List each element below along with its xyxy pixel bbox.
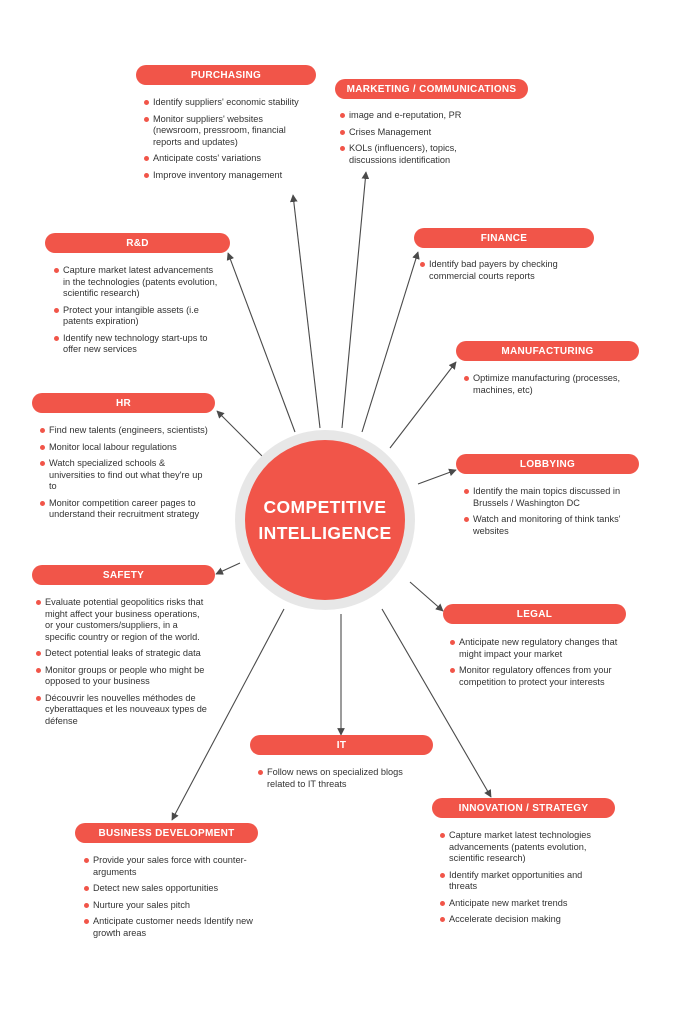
safety-item: Découvrir les nouvelles méthodes de cybe… — [34, 693, 209, 728]
manufacturing-label: MANUFACTURING — [456, 341, 639, 361]
hr-item: Monitor local labour regulations — [38, 442, 208, 454]
bizdev-item: Detect new sales opportunities — [82, 883, 254, 895]
safety-item: Detect potential leaks of strategic data — [34, 648, 209, 660]
bizdev-item: Nurture your sales pitch — [82, 900, 254, 912]
lobbying-item: Identify the main topics discussed in Br… — [462, 486, 632, 509]
legal-list: Anticipate new regulatory changes that m… — [448, 637, 623, 693]
arrow-hr — [216, 410, 263, 457]
arrow-innovation — [381, 608, 492, 798]
lobbying-item: Watch and monitoring of think tanks' web… — [462, 514, 632, 537]
safety-item: Monitor groups or people who might be op… — [34, 665, 209, 688]
purchasing-list: Identify suppliers' economic stability M… — [142, 97, 300, 186]
hr-list: Find new talents (engineers, scientists)… — [38, 425, 208, 526]
it-list: Follow news on specialized blogs related… — [256, 767, 426, 795]
innovation-label: INNOVATION / STRATEGY — [432, 798, 615, 818]
center-title-line2: INTELLIGENCE — [258, 523, 392, 543]
arrow-safety — [215, 562, 241, 575]
safety-label: SAFETY — [32, 565, 215, 585]
finance-list: Identify bad payers by checking commerci… — [418, 259, 578, 287]
marketing-item: KOLs (influencers), topics, discussions … — [338, 143, 490, 166]
manufacturing-item: Optimize manufacturing (processes, machi… — [462, 373, 624, 396]
purchasing-item: Monitor suppliers' websites (newsroom, p… — [142, 114, 300, 149]
bizdev-item: Provide your sales force with counter-ar… — [82, 855, 254, 878]
hr-item: Monitor competition career pages to unde… — [38, 498, 208, 521]
innovation-list: Capture market latest technologies advan… — [438, 830, 610, 931]
it-label: IT — [250, 735, 433, 755]
arrow-finance — [361, 251, 420, 433]
innovation-item: Anticipate new market trends — [438, 898, 610, 910]
legal-label: LEGAL — [443, 604, 626, 624]
safety-item: Evaluate potential geopolitics risks tha… — [34, 597, 209, 643]
bizdev-label: BUSINESS DEVELOPMENT — [75, 823, 258, 843]
purchasing-label: PURCHASING — [136, 65, 316, 85]
arrow-lobbying — [417, 468, 457, 485]
innovation-item: Accelerate decision making — [438, 914, 610, 926]
center-title-line1: COMPETITIVE — [263, 497, 387, 517]
manufacturing-list: Optimize manufacturing (processes, machi… — [462, 373, 624, 401]
lobbying-list: Identify the main topics discussed in Br… — [462, 486, 632, 542]
innovation-item: Identify market opportunities and threat… — [438, 870, 610, 893]
arrow-rd — [226, 252, 296, 433]
finance-item: Identify bad payers by checking commerci… — [418, 259, 578, 282]
legal-item: Anticipate new regulatory changes that m… — [448, 637, 623, 660]
innovation-item: Capture market latest technologies advan… — [438, 830, 610, 865]
bizdev-item: Anticipate customer needs Identify new g… — [82, 916, 254, 939]
purchasing-item: Identify suppliers' economic stability — [142, 97, 300, 109]
rd-label: R&D — [45, 233, 230, 253]
center-circle: COMPETITIVE INTELLIGENCE — [245, 440, 405, 600]
rd-item: Capture market latest advancements in th… — [52, 265, 222, 300]
rd-item: Protect your intangible assets (i.e pate… — [52, 305, 222, 328]
arrow-bizdev — [171, 608, 285, 821]
marketing-item: Crises Management — [338, 127, 490, 139]
marketing-label: MARKETING / COMMUNICATIONS — [335, 79, 528, 99]
hr-item: Find new talents (engineers, scientists) — [38, 425, 208, 437]
hr-item: Watch specialized schools & universities… — [38, 458, 208, 493]
safety-list: Evaluate potential geopolitics risks tha… — [34, 597, 209, 732]
bizdev-list: Provide your sales force with counter-ar… — [82, 855, 254, 944]
lobbying-label: LOBBYING — [456, 454, 639, 474]
purchasing-item: Anticipate costs' variations — [142, 153, 300, 165]
marketing-item: image and e-reputation, PR — [338, 110, 490, 122]
rd-item: Identify new technology start-ups to off… — [52, 333, 222, 356]
purchasing-item: Improve inventory management — [142, 170, 300, 182]
arrow-manufacturing — [389, 361, 457, 449]
arrow-legal — [409, 581, 444, 612]
center-hub: COMPETITIVE INTELLIGENCE — [235, 430, 415, 610]
hr-label: HR — [32, 393, 215, 413]
legal-item: Monitor regulatory offences from your co… — [448, 665, 623, 688]
it-item: Follow news on specialized blogs related… — [256, 767, 426, 790]
finance-label: FINANCE — [414, 228, 594, 248]
arrow-marketing — [341, 171, 370, 429]
marketing-list: image and e-reputation, PR Crises Manage… — [338, 110, 490, 171]
rd-list: Capture market latest advancements in th… — [52, 265, 222, 361]
arrow-purchasing — [289, 194, 321, 429]
